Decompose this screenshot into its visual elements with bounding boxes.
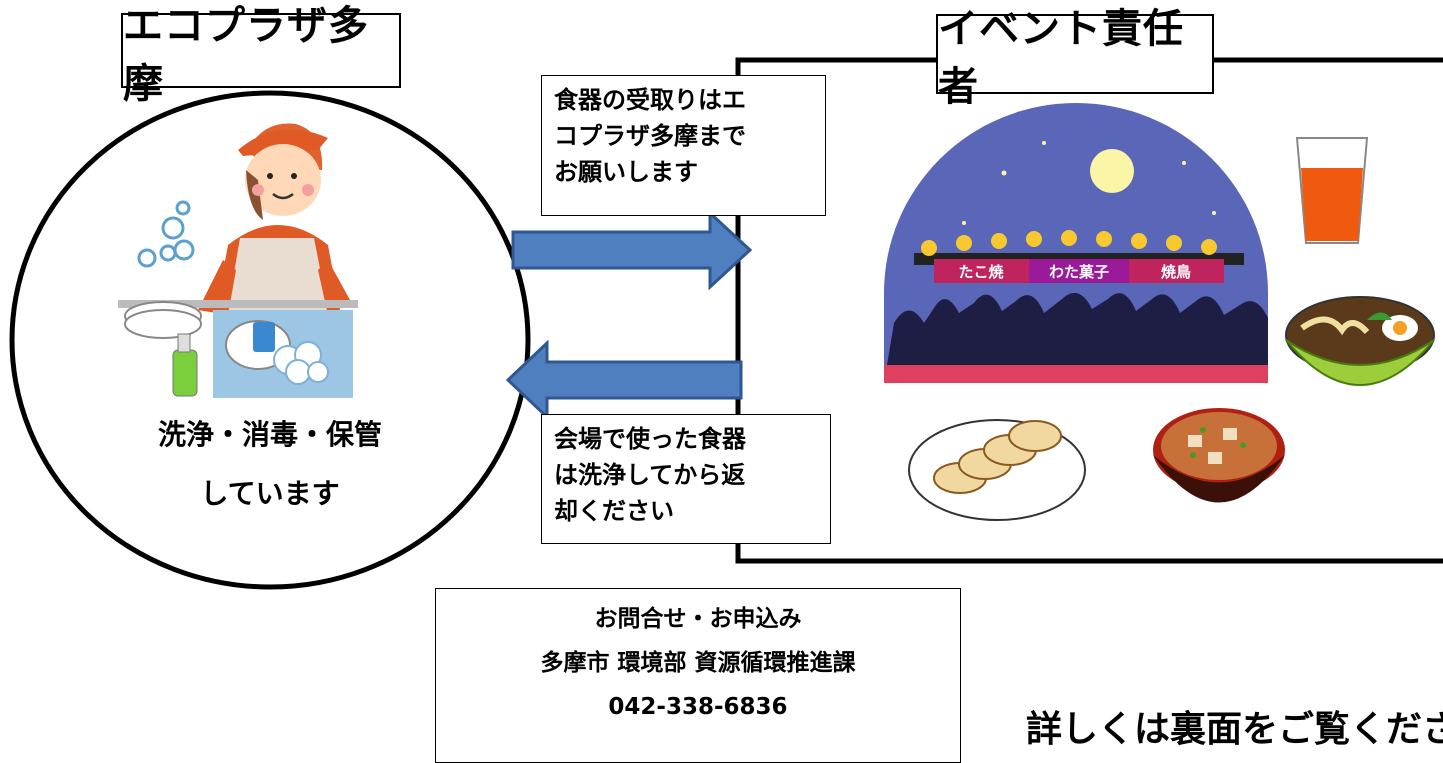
arrow-right-icon <box>511 210 753 290</box>
woman-icon <box>198 123 350 320</box>
moon-icon <box>1090 149 1134 193</box>
festival-sign-cotton-candy: わた菓子 <box>1049 263 1109 281</box>
bubbles-icon <box>137 200 195 268</box>
ramen-bowl-icon <box>1285 296 1435 386</box>
contact-phone: 042-338-6836 <box>608 694 788 720</box>
gyoza-plate-icon <box>908 419 1086 521</box>
note-bottom-line2: は洗浄してから返 <box>554 461 746 489</box>
contact-heading: お問合せ・お申込み <box>594 606 802 632</box>
right-frame <box>735 57 1443 564</box>
left-title: エコプラザ多摩 <box>121 3 401 107</box>
note-top-line1: 食器の受取りはエ <box>554 86 746 114</box>
festival-sign-takoyaki: たこ焼 <box>958 263 1003 281</box>
contact-department: 多摩市 環境部 資源循環推進課 <box>540 650 856 676</box>
note-bottom-line1: 会場で使った食器 <box>554 425 746 453</box>
contact-box: お問合せ・お申込み 多摩市 環境部 資源循環推進課 042-338-6836 <box>435 588 961 763</box>
juice-glass-icon <box>1295 137 1369 244</box>
festival-sign-yakitori: 焼鳥 <box>1161 263 1191 281</box>
circle-caption-line1: 洗浄・消毒・保管 <box>157 418 382 451</box>
see-back-note: 詳しくは裏面をご覧ください <box>1026 709 1443 750</box>
dishwasher-illustration <box>118 123 358 398</box>
note-top-line3: お願いします <box>554 158 698 186</box>
note-bottom-line3: 却ください <box>554 497 674 525</box>
arrow-left-icon <box>505 340 743 420</box>
festival-scene-illustration: たこ焼 わた菓子 焼鳥 <box>884 103 1268 383</box>
note-top-line2: コプラザ多摩まで <box>554 122 746 150</box>
circle-caption-line2: しています <box>200 477 340 510</box>
note-wash-request: 会場で使った食器 は洗浄してから返 却ください <box>541 414 831 544</box>
soup-bowl-icon <box>1153 408 1285 503</box>
right-title: イベント責任者 <box>936 6 1214 110</box>
note-return-request: 食器の受取りはエ コプラザ多摩まで お願いします <box>541 75 826 216</box>
